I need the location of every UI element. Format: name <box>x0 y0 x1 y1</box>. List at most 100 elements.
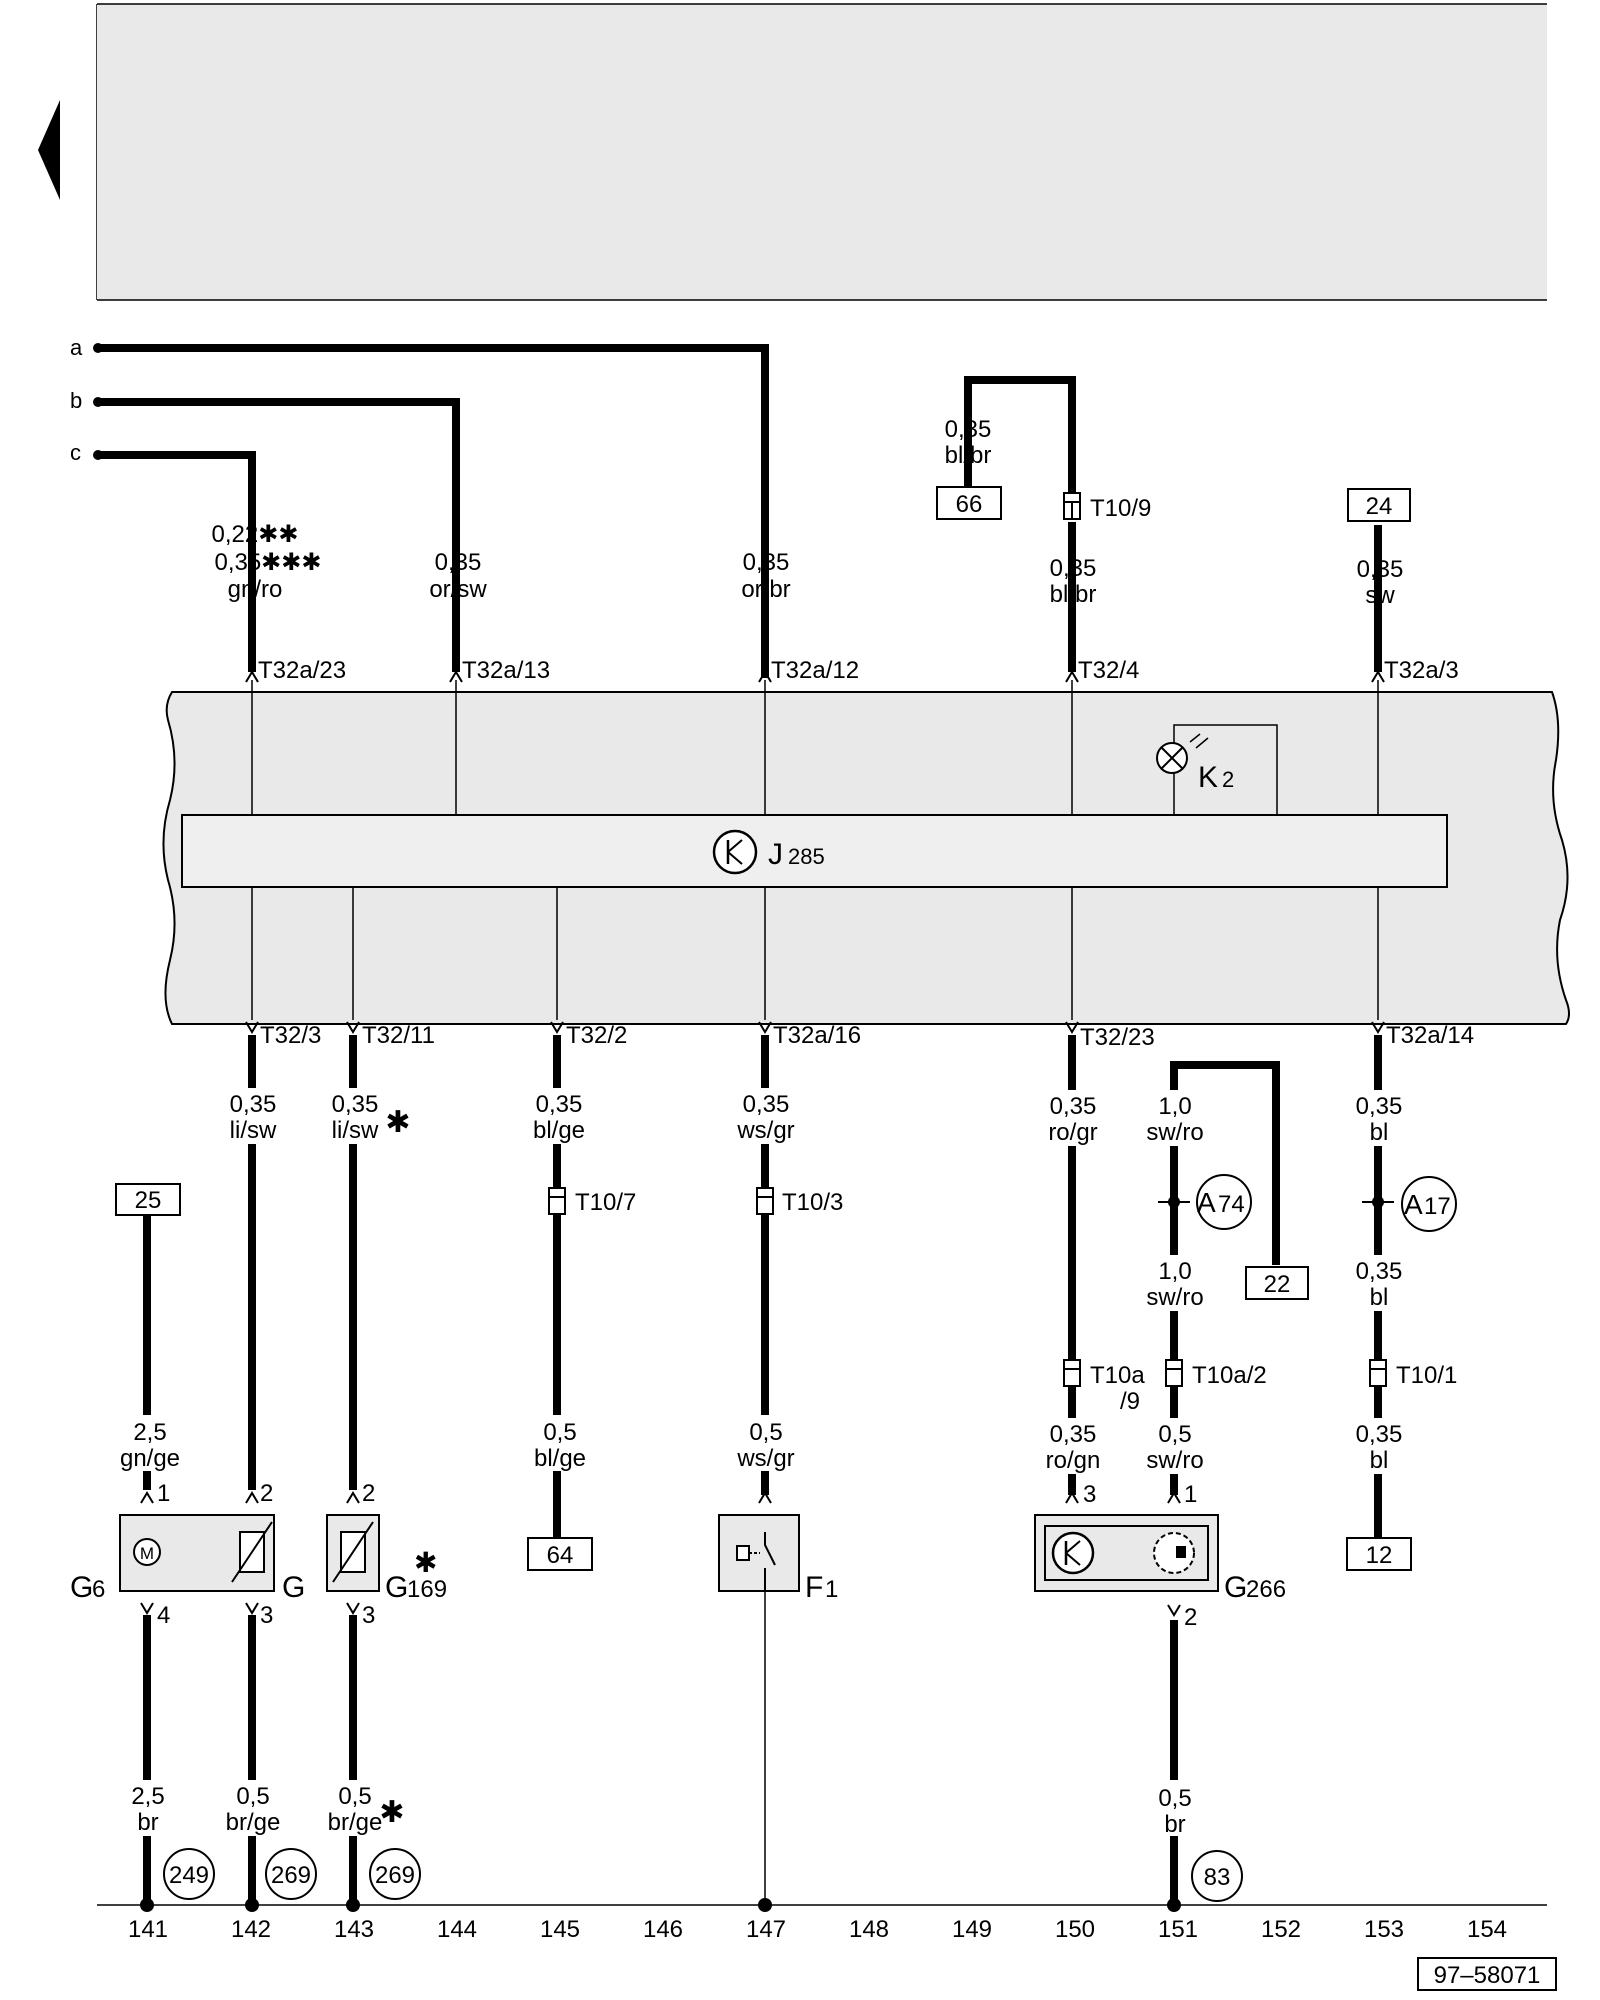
ref-box-25[interactable]: 25 <box>115 1183 181 1216</box>
line-label-b: b <box>70 388 82 413</box>
svg-text:17: 17 <box>1424 1193 1451 1220</box>
k2-sub: 2 <box>1222 767 1234 792</box>
transistor-icon <box>712 829 758 875</box>
wire-a <box>98 344 769 678</box>
b-w6-size: 1,0 <box>1158 1093 1191 1120</box>
column-numbers: 141 142 143 144 145 146 147 148 149 150 … <box>128 1916 1507 1943</box>
svg-text:1: 1 <box>825 1576 838 1603</box>
ref-box-12[interactable]: 12 <box>1346 1537 1412 1571</box>
j285-sub: 285 <box>788 844 825 869</box>
svg-text:12: 12 <box>1366 1542 1393 1569</box>
component-pin-labels: 1 4 2 3 2 3 3 1 2 <box>157 1480 1197 1631</box>
top-w2-size: 0,35 <box>435 549 482 576</box>
component-g6-g[interactable]: M G 6 G <box>70 1514 305 1604</box>
b-w3b-color: bl/ge <box>534 1445 586 1472</box>
b-w9-size: 0,5 <box>236 1783 269 1810</box>
svg-text:154: 154 <box>1467 1916 1507 1943</box>
pin-t32a-12: T32a/12 <box>771 657 859 684</box>
svg-text:144: 144 <box>437 1916 477 1943</box>
svg-text:A: A <box>1404 1189 1423 1220</box>
pin-t32-23: T32/23 <box>1080 1024 1155 1051</box>
wire-b <box>98 398 460 672</box>
component-g169[interactable]: G 169 ✱ <box>326 1514 447 1604</box>
splice-a17[interactable] <box>1401 1176 1457 1232</box>
wire-bl-br-loop <box>964 376 1076 498</box>
b-w10-star: ✱ <box>379 1796 404 1829</box>
svg-text:147: 147 <box>746 1916 786 1943</box>
b-w4b-color: ws/gr <box>736 1445 794 1472</box>
top-w5-color: sw <box>1365 582 1395 609</box>
b-w5b-color: ro/gn <box>1046 1447 1101 1474</box>
b-w1-color: li/sw <box>230 1117 277 1144</box>
document-code: 97–58071 <box>1417 1957 1557 1991</box>
ref-box-66[interactable]: 66 <box>936 486 1002 520</box>
svg-text:169: 169 <box>407 1576 447 1603</box>
ground-249[interactable] <box>163 1848 215 1900</box>
top-w3-size: 0,35 <box>743 549 790 576</box>
conn-t10-3: T10/3 <box>782 1189 843 1216</box>
ref-box-64[interactable]: 64 <box>527 1537 593 1571</box>
pin-t32a-23: T32a/23 <box>258 657 346 684</box>
svg-text:G: G <box>70 1571 93 1604</box>
k2-label: K <box>1198 761 1218 794</box>
svg-text:151: 151 <box>1158 1916 1198 1943</box>
svg-text:249: 249 <box>169 1862 209 1889</box>
svg-text:3: 3 <box>260 1602 273 1629</box>
b-w6c-color: sw/ro <box>1146 1447 1203 1474</box>
pin-t32-11: T32/11 <box>362 1022 435 1049</box>
component-g266[interactable]: G 266 <box>1034 1514 1286 1604</box>
svg-text:22: 22 <box>1264 1271 1291 1298</box>
pin-t32-2: T32/2 <box>566 1022 627 1049</box>
header-panel <box>38 3 1547 301</box>
svg-text:F: F <box>805 1571 823 1604</box>
component-f1[interactable]: F 1 <box>718 1514 838 1604</box>
b-w5-size: 0,35 <box>1050 1093 1097 1120</box>
top-w3-color: or/br <box>741 576 790 603</box>
back-arrow-icon[interactable] <box>38 100 60 200</box>
ground-83[interactable] <box>1191 1850 1243 1902</box>
transistor-icon <box>1051 1531 1095 1575</box>
splices: A 74 A 17 <box>1158 1174 1457 1232</box>
svg-text:25: 25 <box>135 1187 162 1214</box>
b-w3b-size: 0,5 <box>543 1419 576 1446</box>
b-w8b-color: br <box>137 1809 158 1836</box>
conn-t10-7: T10/7 <box>575 1189 636 1216</box>
svg-text:G: G <box>385 1571 408 1604</box>
svg-text:149: 149 <box>952 1916 992 1943</box>
svg-text:M: M <box>140 1544 154 1563</box>
conn-t10a-9-b: /9 <box>1120 1388 1140 1415</box>
ground-269-b[interactable] <box>369 1848 421 1900</box>
ground-points: 249 269 269 83 <box>163 1848 1243 1902</box>
b-w7-size: 0,35 <box>1356 1093 1403 1120</box>
svg-text:G: G <box>1224 1571 1247 1604</box>
b-w9-color: br/ge <box>226 1809 281 1836</box>
b-w7c-size: 0,35 <box>1356 1421 1403 1448</box>
ground-269-a[interactable] <box>265 1848 317 1900</box>
b-w8-size: 2,5 <box>133 1419 166 1446</box>
conn-t10-1: T10/1 <box>1396 1362 1457 1389</box>
b-w7b-color: bl <box>1370 1284 1389 1311</box>
ref-box-24[interactable]: 24 <box>1347 488 1411 522</box>
bottom-labels: 0,35 li/sw 0,35 li/sw ✱ 0,35 bl/ge 0,35 … <box>120 1091 1402 1838</box>
line-label-a: a <box>70 335 83 360</box>
ref-box-22[interactable]: 22 <box>1245 1266 1309 1300</box>
switch-icon <box>736 1545 750 1561</box>
top-w1-color: gn/ro <box>228 576 283 603</box>
svg-text:141: 141 <box>128 1916 168 1943</box>
top-w2-color: or/sw <box>429 576 487 603</box>
line-label-c: c <box>70 440 81 465</box>
pin-t32a-14: T32a/14 <box>1386 1022 1474 1049</box>
svg-text:74: 74 <box>1218 1191 1245 1218</box>
b-w6b-size: 1,0 <box>1158 1258 1191 1285</box>
svg-text:2: 2 <box>362 1480 375 1507</box>
top-w4b-size: 0,35 <box>1050 555 1097 582</box>
splice-a74[interactable] <box>1196 1174 1252 1230</box>
b-w7c-color: bl <box>1370 1447 1389 1474</box>
j285-label: J <box>768 838 783 871</box>
svg-text:T10/9: T10/9 <box>1090 495 1151 522</box>
wire-c <box>98 451 256 672</box>
svg-text:6: 6 <box>92 1576 105 1603</box>
b-w7b-size: 0,35 <box>1356 1258 1403 1285</box>
top-w1-size: 0,22✱✱ <box>212 521 299 548</box>
